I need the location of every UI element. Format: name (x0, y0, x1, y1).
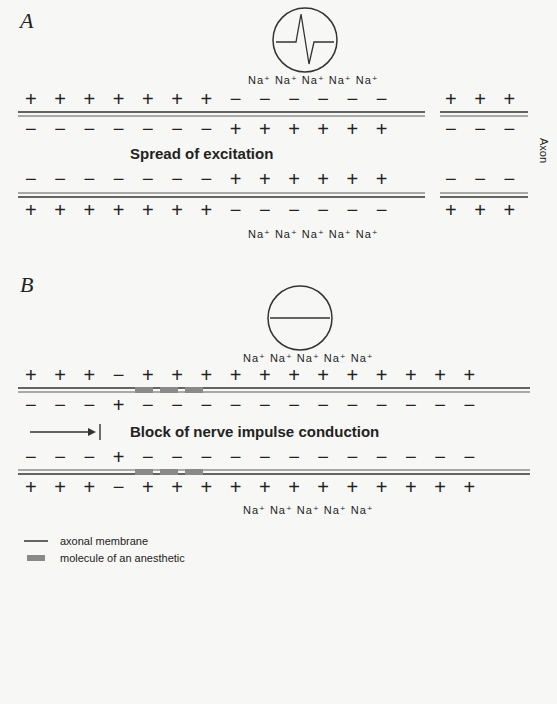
charge-row: − − − − − − − + + + + + + (25, 118, 394, 141)
process-label: Block of nerve impulse conduction (130, 423, 379, 440)
legend-entry: molecule of an anesthetic (22, 549, 185, 566)
charge-row: − − − (445, 118, 521, 141)
charge-row: − − − (445, 168, 521, 191)
ion-label: Na⁺ Na⁺ Na⁺ Na⁺ Na⁺ (243, 504, 374, 517)
membrane-sample (22, 536, 50, 546)
charge-row: + + + (445, 88, 521, 111)
membrane-b (18, 388, 530, 474)
oscilloscope-b (268, 286, 332, 350)
anesthetic-sample (22, 553, 50, 563)
panel-letter: B (20, 272, 33, 297)
charge-row: + + + + + + + − − − − − − (25, 199, 394, 222)
charge-row: − − − − − − − + + + + + + (25, 168, 394, 191)
legend-text: molecule of an anesthetic (60, 552, 185, 564)
membrane-a (18, 112, 528, 197)
charge-row: + + + + + + + − − − − − − (25, 88, 394, 111)
charge-row: − − − + − − − − − − − − − − − − (25, 394, 481, 417)
charge-row: + + + − + + + + + + + + + + + + (25, 364, 481, 387)
charge-row: + + + (445, 199, 521, 222)
structure-label: Axon (537, 138, 550, 163)
legend-text: axonal membrane (60, 535, 148, 547)
block-arrow (30, 424, 100, 440)
charge-row: − − − + − − − − − − − − − − − − (25, 446, 481, 469)
charge-row: + + + − + + + + + + + + + + + + (25, 476, 481, 499)
action-potential-trace (276, 14, 334, 64)
oscilloscope-a (273, 8, 337, 72)
panel-letter: A (20, 8, 33, 33)
legend: axonal membrane molecule of an anesthetic (22, 532, 185, 566)
legend-entry: axonal membrane (22, 532, 185, 549)
ion-label: Na⁺ Na⁺ Na⁺ Na⁺ Na⁺ (248, 74, 379, 87)
oscilloscope-screen (268, 286, 332, 350)
ion-label: Na⁺ Na⁺ Na⁺ Na⁺ Na⁺ (243, 352, 374, 365)
process-label: Spread of excitation (130, 145, 273, 162)
oscilloscope-screen (273, 8, 337, 72)
ion-label: Na⁺ Na⁺ Na⁺ Na⁺ Na⁺ (248, 228, 379, 241)
flat-trace (270, 317, 330, 318)
